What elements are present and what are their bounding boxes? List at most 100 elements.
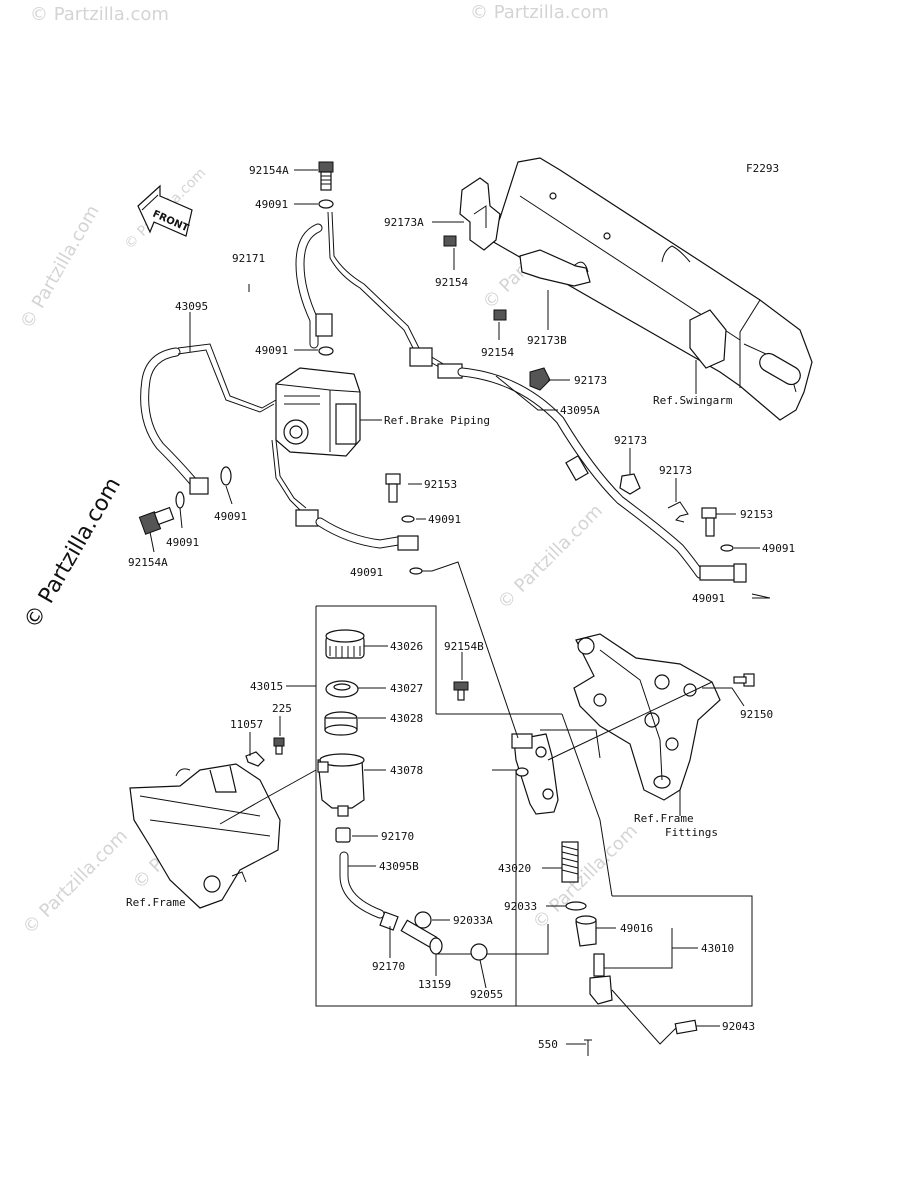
diaphragm-43028 [324, 711, 358, 736]
part-label: 49016 [620, 922, 653, 935]
leader-lines [149, 169, 770, 1045]
figure-code: F2293 [746, 162, 779, 175]
part-label: 43095A [560, 404, 600, 417]
bolt-92153-a [385, 473, 401, 503]
part-label: 92055 [470, 988, 503, 1001]
cotter-pin-550 [584, 1039, 592, 1056]
watermark: © Partzilla.com [470, 2, 609, 23]
part-label: 43026 [390, 640, 423, 653]
screw-225 [273, 737, 285, 755]
clip-92173-b [619, 473, 641, 495]
part-label: 43020 [498, 862, 531, 875]
master-cylinder [511, 733, 559, 815]
reservoir-cap-43026 [325, 629, 365, 659]
reservoir-43078 [317, 753, 365, 817]
ref-frame-fittings-line2: Fittings [665, 826, 718, 839]
bolt-92153-b [701, 507, 717, 537]
bracket-92173B [519, 249, 591, 287]
frame-illustration [129, 763, 281, 909]
fitting-13159 [400, 919, 443, 955]
part-label: 43027 [390, 682, 423, 695]
part-label: 92173 [574, 374, 607, 387]
part-label: 92170 [372, 960, 405, 973]
washer-49091-abs [220, 466, 232, 486]
watermark: © Partzilla.com [30, 4, 169, 25]
part-label: 49091 [350, 566, 383, 579]
part-label: 92033A [453, 914, 493, 927]
part-label: 92150 [740, 708, 773, 721]
part-label: 92154B [444, 640, 484, 653]
part-label: 49091 [166, 536, 199, 549]
bracket-11057 [245, 751, 265, 767]
bolt-92154-a [443, 235, 457, 247]
part-label: 92153 [424, 478, 457, 491]
part-label: 49091 [428, 513, 461, 526]
pipe-clamp [409, 347, 433, 367]
banjo-fitting [315, 313, 333, 337]
washer-49091-left [175, 491, 185, 509]
abs-unit [275, 367, 361, 457]
watermark: © Partzilla.com [19, 825, 132, 938]
boot-49016 [575, 915, 597, 947]
washer-49091-d [720, 544, 734, 552]
part-label: 49091 [762, 542, 795, 555]
bolt-92154B [453, 681, 469, 701]
oring-92033A [414, 911, 432, 929]
clamp-92170-a [335, 827, 351, 843]
banjo-bolt-92154A-left [138, 506, 175, 535]
washer-49091-e [751, 593, 771, 599]
part-label: 92173 [659, 464, 692, 477]
part-label: 43028 [390, 712, 423, 725]
part-label: 92154 [435, 276, 468, 289]
part-label: 92033 [504, 900, 537, 913]
ref-frame-fittings-line1: Ref.Frame [634, 812, 694, 825]
part-label: 49091 [255, 344, 288, 357]
part-label: 43095 [175, 300, 208, 313]
watermark: © Partzilla.com [494, 500, 607, 613]
hose-43095 [140, 347, 205, 495]
washer-49091-top [318, 199, 334, 209]
part-label: 13159 [418, 978, 451, 991]
part-label: 92173 [614, 434, 647, 447]
group-box-43015 [315, 605, 753, 1007]
part-label: 43010 [701, 942, 734, 955]
part-label: 92043 [722, 1020, 755, 1033]
part-label: 49091 [255, 198, 288, 211]
part-label: 550 [538, 1038, 558, 1051]
circlip-92033 [565, 901, 587, 911]
watermark: © Partzilla.com [16, 202, 104, 333]
ref-frame: Ref.Frame [126, 896, 186, 909]
diaphragm-plate-43027 [325, 680, 359, 698]
part-label: 49091 [692, 592, 725, 605]
clamp-92170-b [379, 911, 399, 931]
washer-49091-b [401, 515, 415, 523]
part-label: 92170 [381, 830, 414, 843]
part-labels: 92154A 49091 92171 43095 49091 49091 490… [128, 164, 795, 1051]
washer-49091-c [409, 567, 423, 575]
clip-92173-c [667, 501, 689, 523]
oring-92055 [470, 943, 488, 961]
part-label: 92173A [384, 216, 424, 229]
clip-92173-a [529, 367, 551, 391]
pushrod-43010 [589, 953, 613, 1005]
ref-swingarm: Ref.Swingarm [653, 394, 733, 407]
part-label: 225 [272, 702, 292, 715]
ref-brake-piping: Ref.Brake Piping [384, 414, 490, 427]
part-label: 11057 [230, 718, 263, 731]
part-label: 92153 [740, 508, 773, 521]
part-label: 92154A [128, 556, 168, 569]
frame-fittings [573, 633, 721, 801]
washer-49091-mid [318, 346, 334, 356]
part-label: 49091 [214, 510, 247, 523]
bolt-92150 [733, 673, 755, 687]
bolt-92154-b [493, 309, 507, 321]
part-label: 43095B [379, 860, 419, 873]
part-label: 92154A [249, 164, 289, 177]
part-label: 43015 [250, 680, 283, 693]
part-label: 92154 [481, 346, 514, 359]
banjo-bolt-92154A-top [318, 161, 334, 191]
partzilla-watermark: © Partzilla.com [20, 473, 127, 633]
part-label: 43078 [390, 764, 423, 777]
